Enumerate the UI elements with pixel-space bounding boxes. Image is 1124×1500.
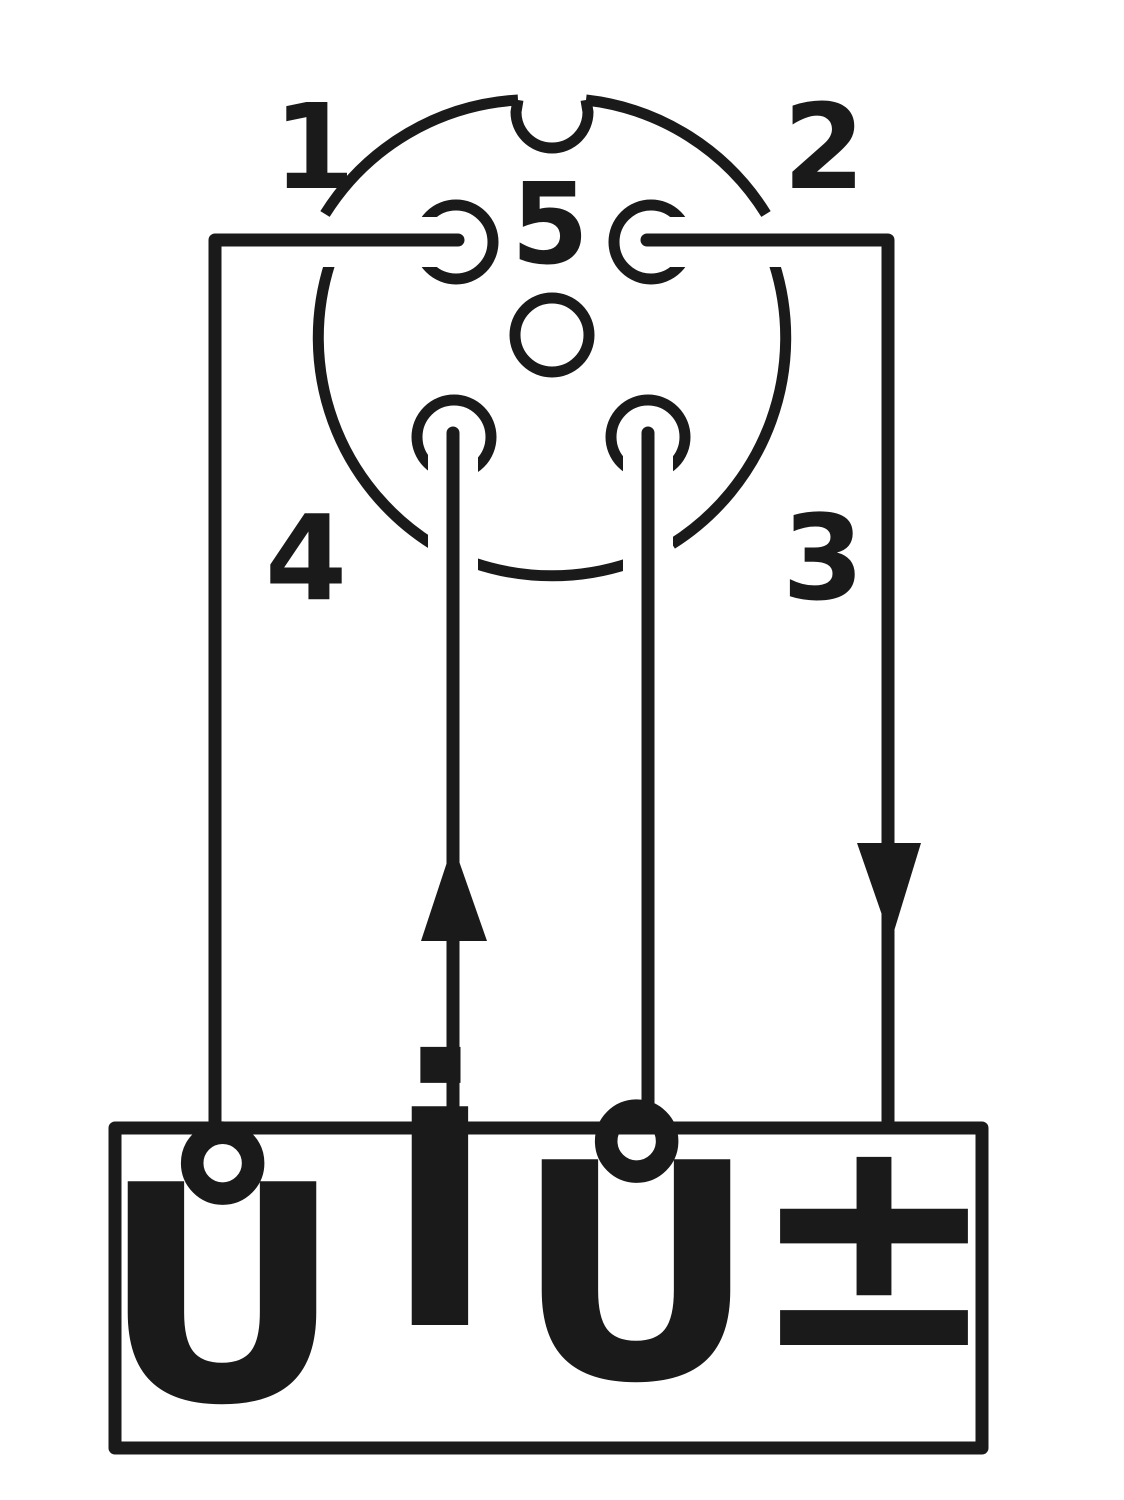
pin-5-socket xyxy=(509,292,595,378)
terminal-block xyxy=(108,1121,989,1455)
wire-pin-1 xyxy=(208,233,465,1135)
pin-label-3: 3 xyxy=(782,489,864,627)
pin-label-4: 4 xyxy=(265,489,347,627)
terminal-symbol-supply-positive: Ů xyxy=(100,1119,344,1471)
pin-label-1: 1 xyxy=(273,78,355,216)
terminal-symbol-plus-minus: ± xyxy=(748,1067,999,1416)
terminal-symbol-supply-negative: İ xyxy=(384,1044,496,1396)
connector-body xyxy=(312,94,792,582)
keying-notch xyxy=(510,99,594,154)
pin-label-5: 5 xyxy=(511,160,589,290)
terminal-symbol-signal: Ů xyxy=(514,1097,758,1449)
wire-pin-2 xyxy=(640,233,895,1135)
arrow-down-icon xyxy=(857,843,921,941)
arrow-up-icon xyxy=(421,844,487,941)
pin-label-2: 2 xyxy=(783,78,865,216)
